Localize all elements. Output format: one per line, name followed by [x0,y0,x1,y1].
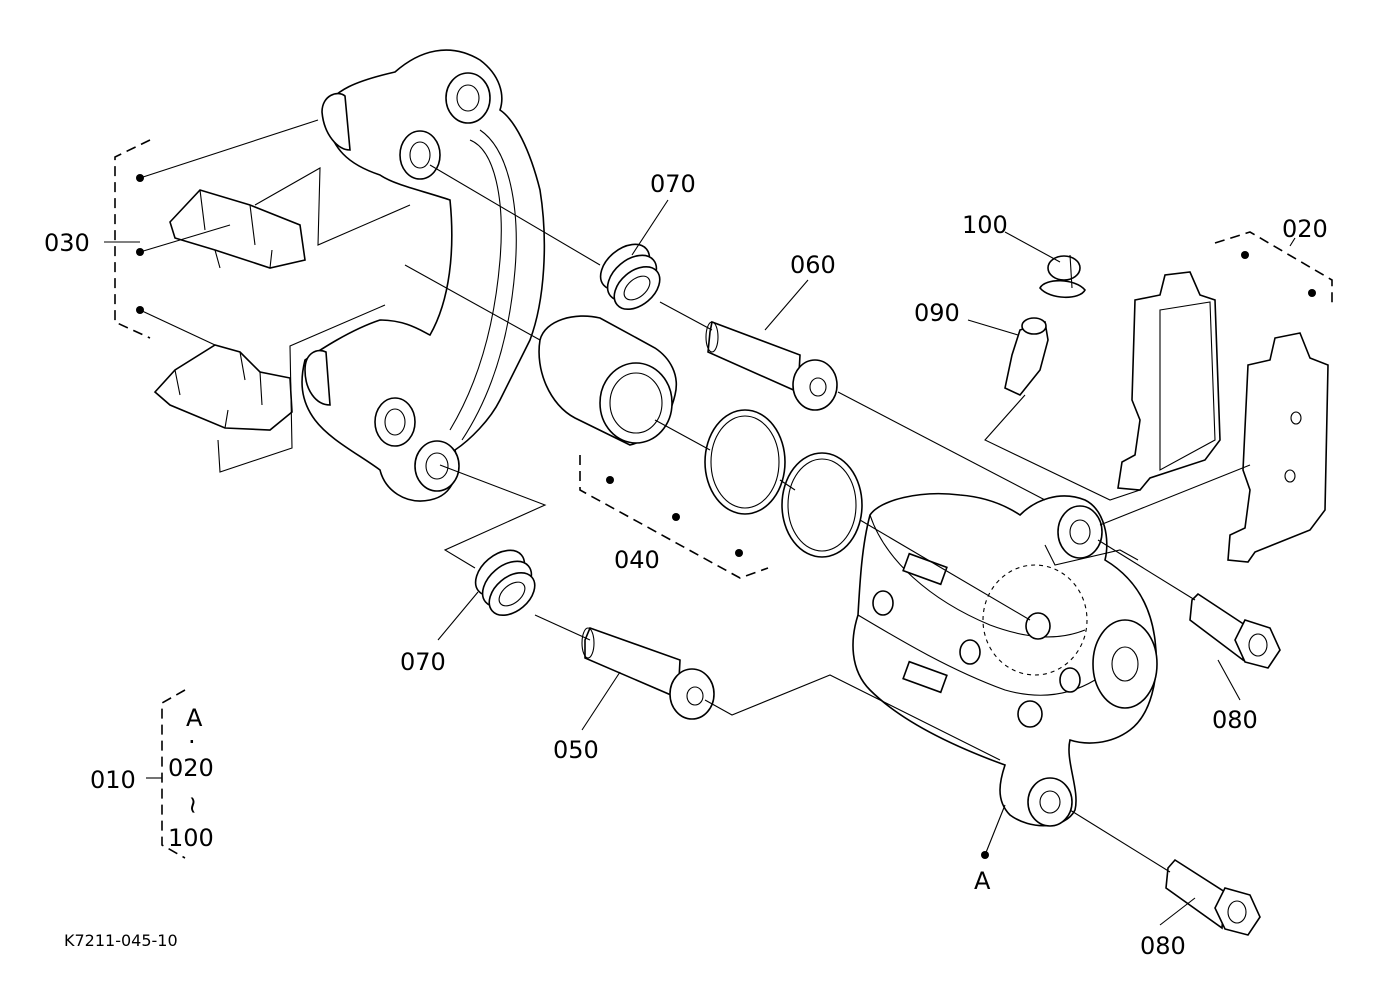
label-020: 020 [1282,215,1328,243]
label-070-bottom: 070 [400,648,446,676]
label-090: 090 [914,299,960,327]
label-040: 040 [614,546,660,574]
pad-clip-lower [153,344,293,431]
legend-separator-dot: · [188,728,196,756]
label-080-bottom: 080 [1140,932,1186,960]
caliper-bracket [301,49,546,502]
label-100: 100 [962,211,1008,239]
label-010: 010 [90,766,136,794]
bolt-080-bottom [1165,858,1261,936]
assembly-lines [404,164,1251,873]
boot-070-upper [599,243,661,310]
guide-pin-060 [705,320,838,411]
legend-item-a: A [186,704,203,732]
label-070-top: 070 [650,170,696,198]
guide-pin-050 [581,626,715,720]
label-050: 050 [553,736,599,764]
label-060: 060 [790,251,836,279]
label-a: A [974,867,991,895]
bleeder-screw-090 [1004,317,1049,396]
bolt-080-right [1189,592,1281,669]
brake-pad-inner [1227,332,1329,563]
bleeder-cap-100 [1039,255,1086,299]
label-leaders [104,199,1296,926]
boot-070-lower [474,549,536,616]
diagram-code: K7211-045-10 [64,931,178,950]
pad-clip-upper [169,189,306,269]
legend-separator-tilde: ~ [179,795,207,815]
piston [538,315,677,446]
assembly-legend: 010 A · 020 ~ 100 [90,689,214,859]
label-030: 030 [44,229,90,257]
piston-seal [704,409,786,515]
legend-item-020: 020 [168,754,214,782]
group-bracket-020 [1214,231,1333,305]
label-080-right: 080 [1212,706,1258,734]
legend-item-100: 100 [168,824,214,852]
group-bracket-030 [114,139,151,339]
dust-boot [781,452,863,558]
caliper-body [852,492,1158,827]
brake-pad-outer [1117,271,1221,491]
clip-leader-lines [139,119,411,473]
group-bracket-040 [579,455,769,579]
